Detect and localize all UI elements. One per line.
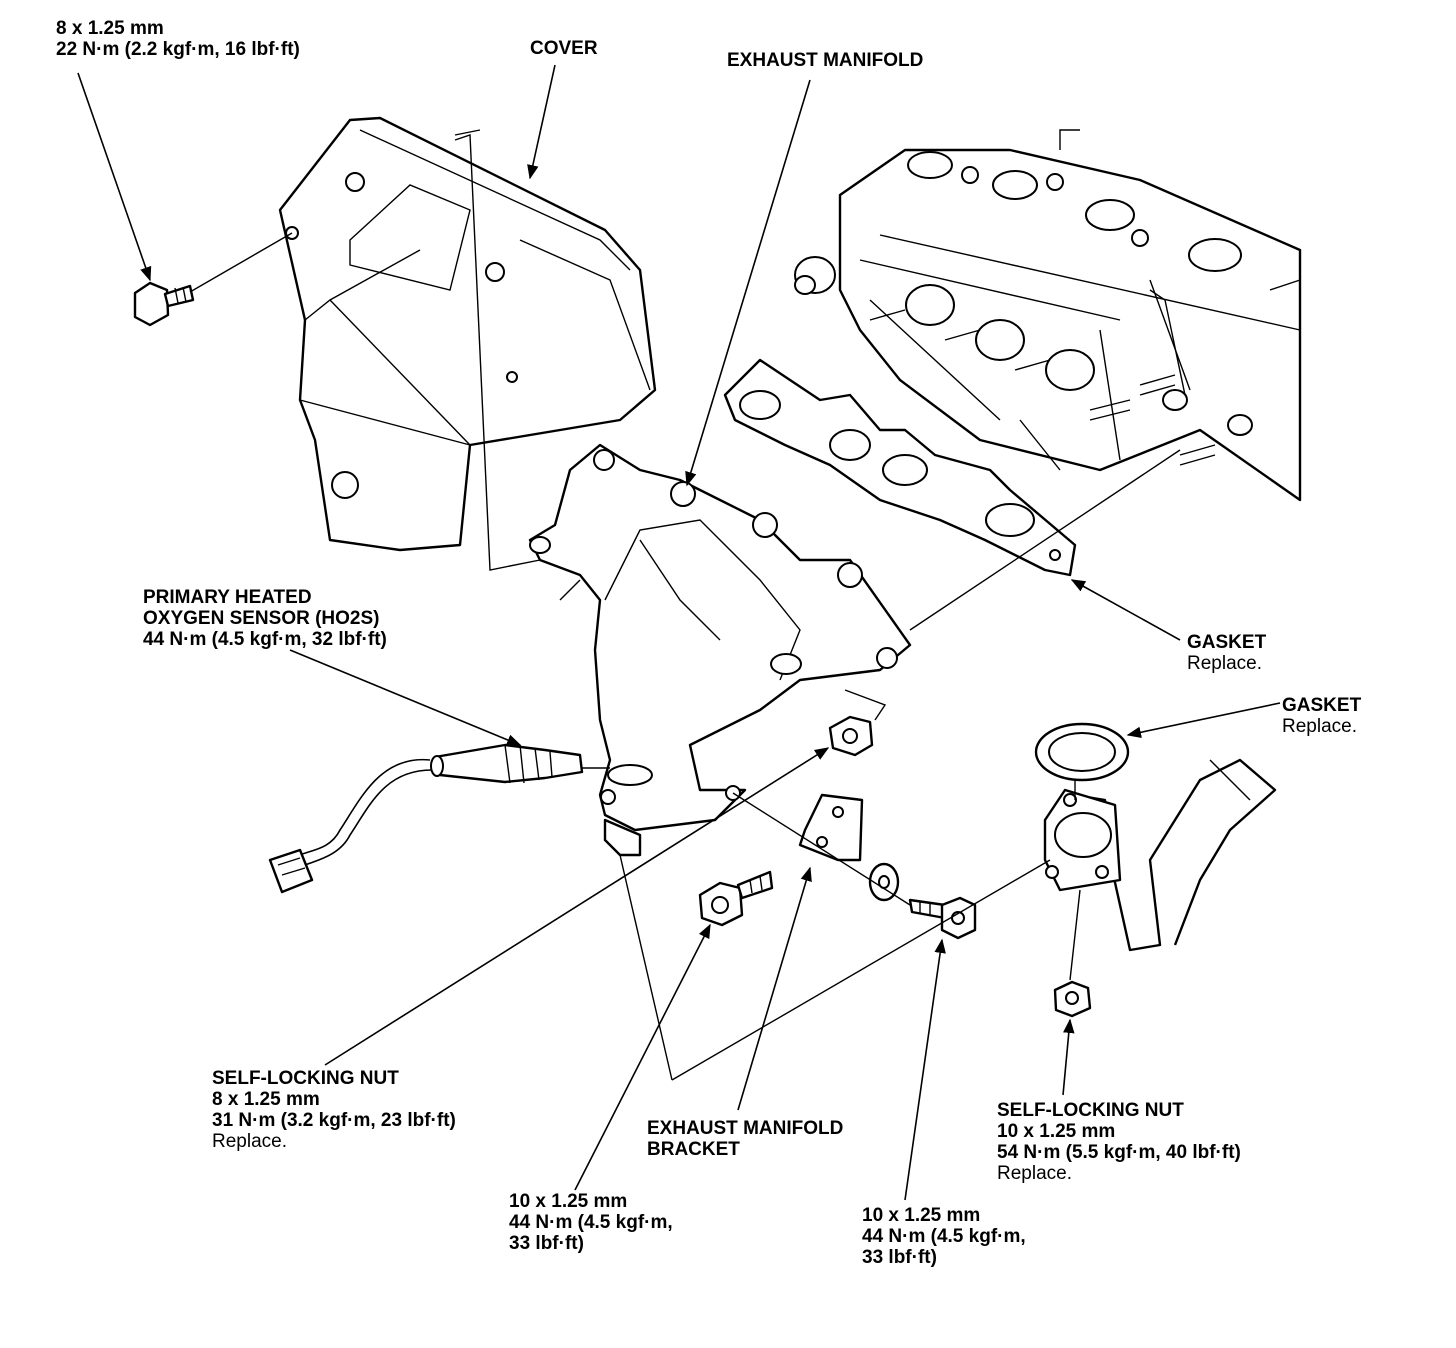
- leader-lines: [77, 64, 1281, 1201]
- callout-gasket-upper: GASKET Replace.: [1187, 632, 1266, 674]
- cover-title: COVER: [530, 38, 598, 59]
- manifold-cover: [278, 116, 657, 552]
- exhaust-pipe: [1043, 758, 1277, 981]
- callout-exhaust-manifold: EXHAUST MANIFOLD: [727, 50, 923, 71]
- ho2s-line1: PRIMARY HEATED: [143, 587, 312, 608]
- bolt-right-spec: 10 x 1.25 mm: [862, 1205, 981, 1226]
- bolt-right-torque2: 33 lbf·ft): [862, 1247, 937, 1268]
- bolt-left-torque2: 33 lbf·ft): [509, 1233, 584, 1254]
- nut8-torque: 31 N·m (3.2 kgf·m, 23 lbf·ft): [212, 1110, 456, 1131]
- callout-self-locking-nut-10: SELF-LOCKING NUT 10 x 1.25 mm 54 N·m (5.…: [997, 1100, 1241, 1184]
- gasket-lower-note: Replace.: [1282, 716, 1357, 737]
- bolt-left: [698, 870, 774, 927]
- gasket-lower-title: GASKET: [1282, 695, 1362, 716]
- nut10-note: Replace.: [997, 1163, 1072, 1184]
- cover-bolt-spec: 8 x 1.25 mm: [56, 18, 164, 39]
- ho2s-torque: 44 N·m (4.5 kgf·m, 32 lbf·ft): [143, 629, 387, 650]
- bolt-left-torque1: 44 N·m (4.5 kgf·m,: [509, 1212, 673, 1233]
- gasket-upper-title: GASKET: [1187, 632, 1267, 653]
- gasket-upper-note: Replace.: [1187, 653, 1262, 674]
- callout-cover: COVER: [530, 38, 598, 59]
- bracket-line1: EXHAUST MANIFOLD: [647, 1118, 844, 1139]
- cover-bolt: [133, 281, 195, 327]
- flange-gasket: [1034, 722, 1130, 782]
- manifold-gasket: [723, 358, 1077, 577]
- exhaust-manifold-title: EXHAUST MANIFOLD: [727, 50, 924, 71]
- nut10-torque: 54 N·m (5.5 kgf·m, 40 lbf·ft): [997, 1142, 1241, 1163]
- nut8-spec: 8 x 1.25 mm: [212, 1089, 320, 1110]
- ho2s-line2: OXYGEN SENSOR (HO2S): [143, 608, 380, 629]
- cover-bolt-torque: 22 N·m (2.2 kgf·m, 16 lbf·ft): [56, 39, 300, 60]
- callout-bracket: EXHAUST MANIFOLD BRACKET: [647, 1118, 843, 1160]
- bolt-right: [908, 896, 977, 940]
- assembly-lines: [189, 134, 1181, 1081]
- self-locking-nut-8: [828, 715, 874, 757]
- callout-bolt-left: 10 x 1.25 mm 44 N·m (4.5 kgf·m, 33 lbf·f…: [509, 1191, 673, 1254]
- callout-bolt-right: 10 x 1.25 mm 44 N·m (4.5 kgf·m, 33 lbf·f…: [862, 1205, 1026, 1268]
- callout-self-locking-nut-8: SELF-LOCKING NUT 8 x 1.25 mm 31 N·m (3.2…: [212, 1068, 456, 1152]
- exhaust-manifold: [528, 443, 912, 857]
- self-locking-nut-10: [1053, 980, 1092, 1018]
- bracket-line2: BRACKET: [647, 1139, 740, 1160]
- cylinder-head: [794, 129, 1302, 502]
- callout-gasket-lower: GASKET Replace.: [1282, 695, 1361, 737]
- nut10-title: SELF-LOCKING NUT: [997, 1100, 1184, 1121]
- manifold-bracket: [798, 793, 864, 862]
- bolt-left-spec: 10 x 1.25 mm: [509, 1191, 628, 1212]
- nut8-note: Replace.: [212, 1131, 287, 1152]
- washer: [868, 862, 900, 902]
- callout-ho2s: PRIMARY HEATED OXYGEN SENSOR (HO2S) 44 N…: [143, 587, 387, 650]
- oxygen-sensor: [268, 743, 584, 894]
- callout-cover-bolt: 8 x 1.25 mm 22 N·m (2.2 kgf·m, 16 lbf·ft…: [56, 18, 300, 60]
- nut8-title: SELF-LOCKING NUT: [212, 1068, 399, 1089]
- bolt-right-torque1: 44 N·m (4.5 kgf·m,: [862, 1226, 1026, 1247]
- nut10-spec: 10 x 1.25 mm: [997, 1121, 1116, 1142]
